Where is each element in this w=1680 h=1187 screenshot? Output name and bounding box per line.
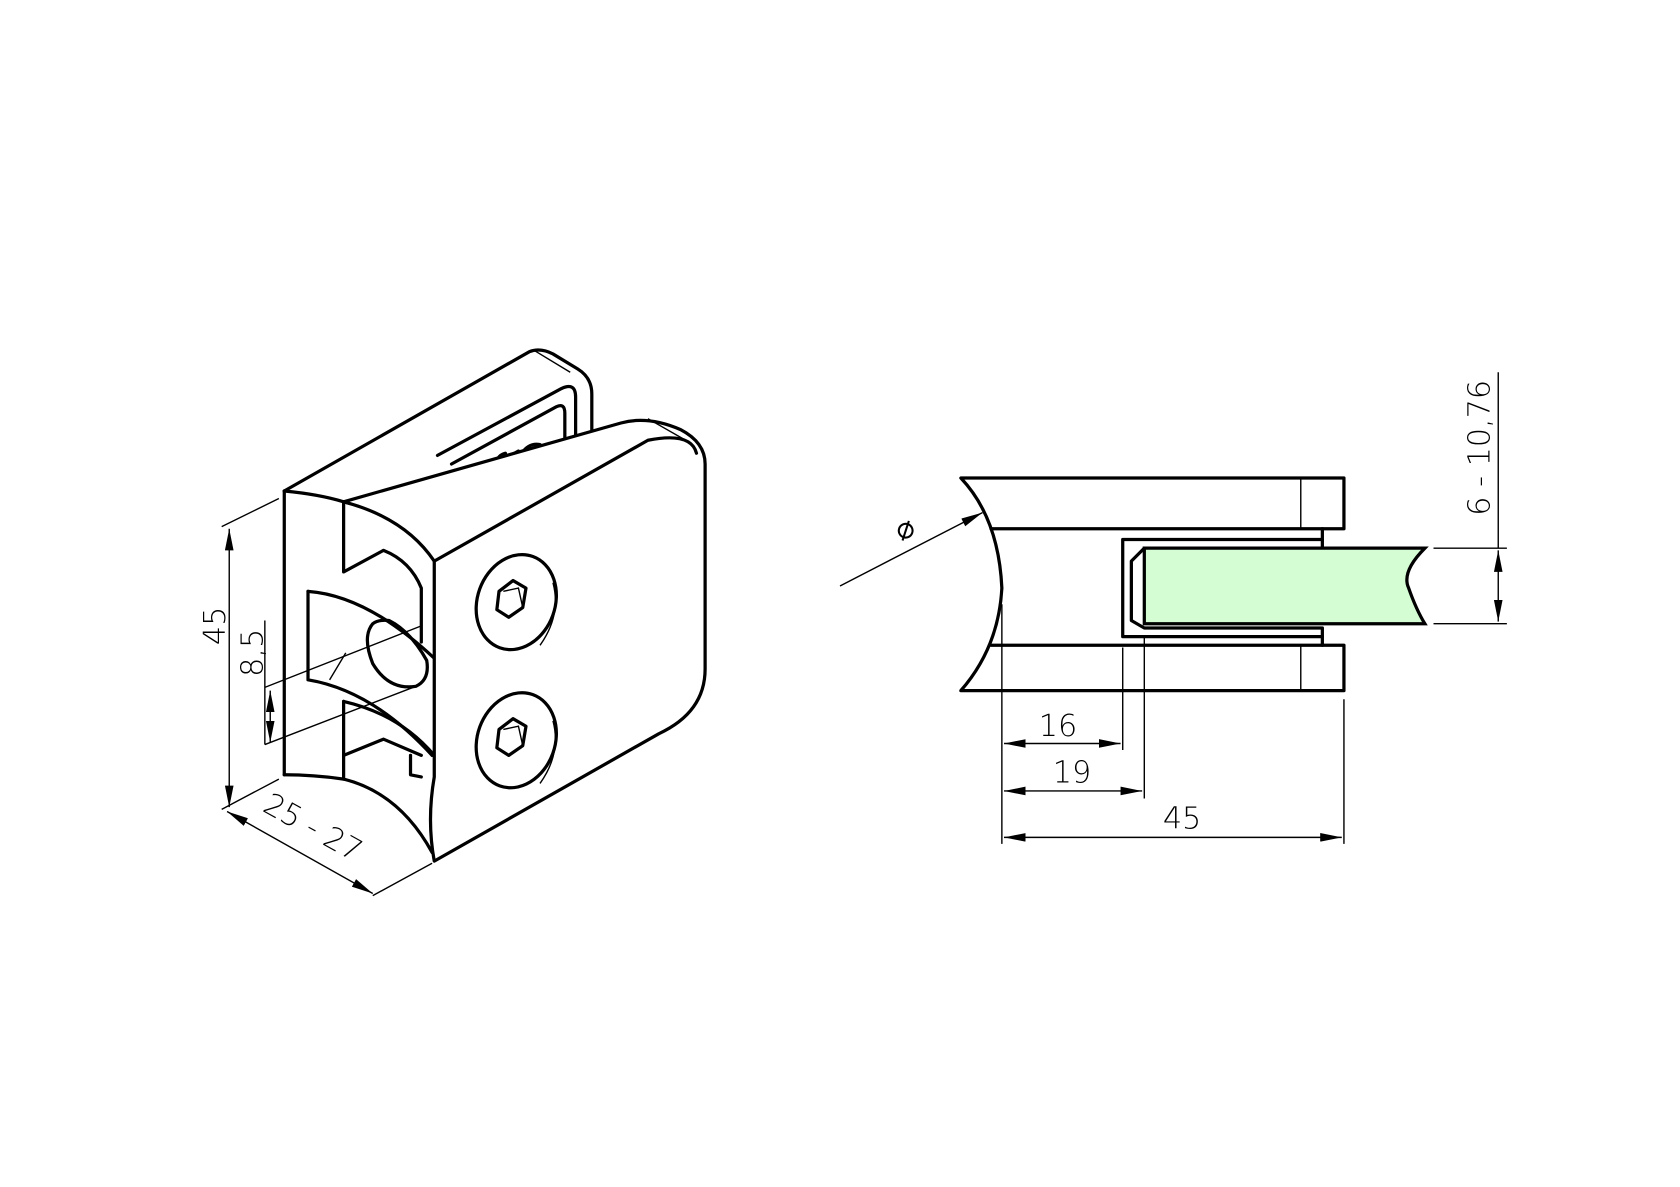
- bolt-bottom: [474, 691, 558, 790]
- dim-19-label: 19: [1053, 755, 1091, 790]
- bolt-top: [474, 552, 558, 652]
- dim-diameter-symbol: ⌀: [889, 509, 921, 548]
- dim-16-label: 16: [1039, 709, 1077, 744]
- isometric-view: 45 8,5 25 - 27: [198, 348, 707, 897]
- dim-height-label: 45: [198, 607, 233, 645]
- side-view: ⌀ 16 19 45 6 - 10,76: [839, 372, 1507, 844]
- dim-pipe-range-label: 25 - 27: [257, 787, 368, 869]
- glass-panel: [1142, 546, 1429, 626]
- dim-45-label: 45: [1163, 802, 1201, 837]
- dim-glass-thickness-label: 6 - 10,76: [1463, 380, 1498, 516]
- dim-hole-label: 8,5: [236, 629, 271, 677]
